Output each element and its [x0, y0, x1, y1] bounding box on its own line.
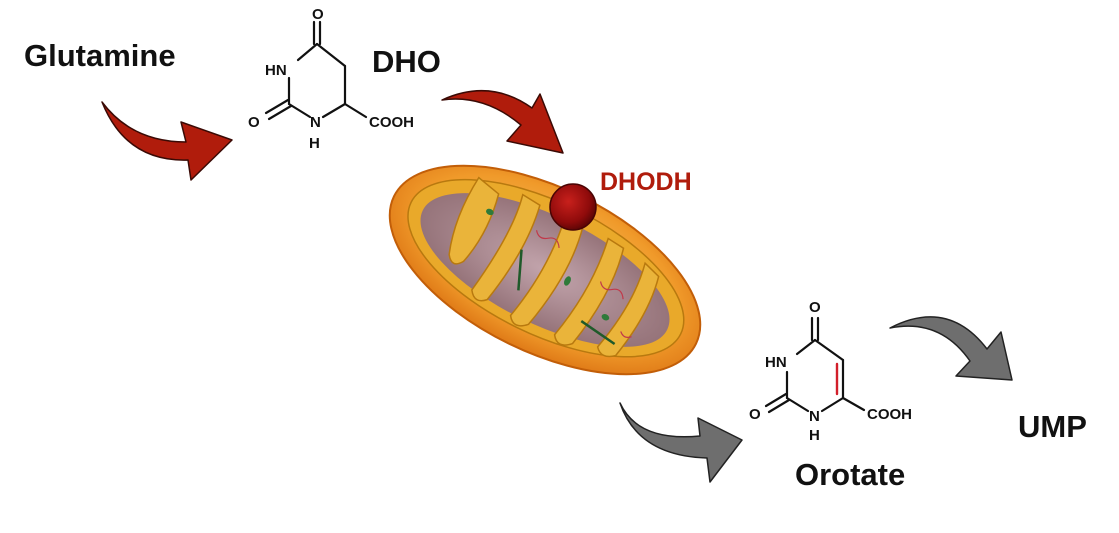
orotate-structure: O HN O N H COOH	[749, 299, 912, 444]
curved-arrow-icon	[889, 316, 1013, 381]
ump-label: UMP	[1018, 409, 1087, 444]
glutamine-label: Glutamine	[24, 38, 176, 73]
dhodh-enzyme-dot	[549, 183, 597, 231]
orotate-top-oxygen: O	[809, 299, 821, 316]
dho-carboxyl: COOH	[369, 114, 414, 131]
gray-arrow-dhodh-to-orotate	[619, 402, 743, 483]
dho-nh-upper: HN	[265, 62, 287, 79]
orotate-label: Orotate	[795, 457, 905, 492]
mitochondrion-cristae	[448, 176, 660, 358]
curved-arrow-icon	[619, 402, 743, 483]
dho-top-oxygen: O	[312, 6, 324, 23]
orotate-nh-upper: HN	[765, 354, 787, 371]
orotate-ring-n: N	[809, 408, 820, 425]
orotate-left-oxygen: O	[749, 406, 761, 423]
dho-label: DHO	[372, 44, 441, 79]
dho-ring-n: N	[310, 114, 321, 131]
dho-ring-h: H	[309, 135, 320, 152]
dho-structure: O HN O N H COOH	[248, 6, 414, 152]
orotate-ring-h: H	[809, 427, 820, 444]
mitochondrion-details	[486, 208, 632, 346]
curved-arrow-icon	[101, 101, 233, 181]
curved-arrow-icon	[441, 89, 564, 154]
gray-arrow-orotate-to-ump	[889, 316, 1013, 381]
dhodh-label: DHODH	[600, 168, 692, 196]
red-arrow-glutamine-to-dho	[101, 101, 233, 181]
mitochondrion-illustration	[388, 164, 702, 376]
orotate-carboxyl: COOH	[867, 406, 912, 423]
dho-left-oxygen: O	[248, 114, 260, 131]
red-arrow-dho-to-dhodh	[441, 89, 564, 154]
